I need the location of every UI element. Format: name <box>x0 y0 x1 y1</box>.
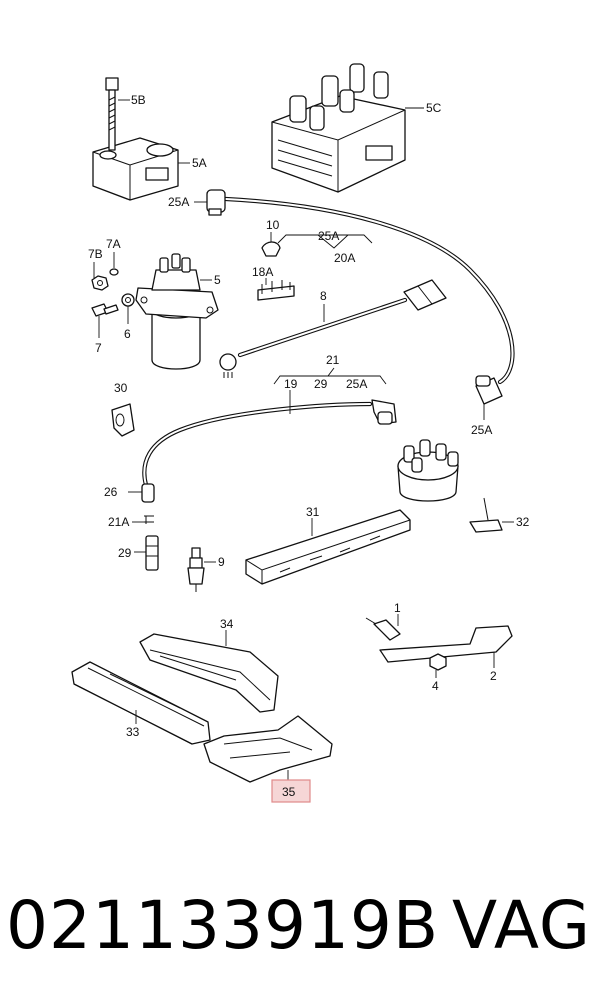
callout-33: 33 <box>126 725 140 739</box>
callout-10: 10 <box>266 218 280 232</box>
washer-7A <box>109 268 119 276</box>
callout-7A: 7A <box>106 237 121 251</box>
callout-7B: 7B <box>88 247 103 261</box>
callout-8: 8 <box>320 289 327 303</box>
bolt-7 <box>91 303 119 317</box>
cover-35 <box>203 715 333 783</box>
callout-25A-group: 25A <box>318 229 339 243</box>
sensor-1 <box>365 617 401 641</box>
connector-8-left <box>219 353 237 378</box>
bolt-5B <box>105 77 119 151</box>
callout-5B: 5B <box>131 93 146 107</box>
connector-8-right <box>403 279 447 311</box>
cover-31 <box>245 509 411 585</box>
callout-35-highlight <box>271 779 311 803</box>
part-number: 021133919B <box>6 887 440 964</box>
callout-5: 5 <box>214 273 221 287</box>
callout-1: 1 <box>394 601 401 615</box>
callout-34: 34 <box>220 617 234 631</box>
clip-10 <box>261 232 281 257</box>
callout-21A: 21A <box>108 515 129 529</box>
bracket-2 <box>379 625 513 663</box>
ignition-coil-5A <box>92 137 179 201</box>
distributor-cap <box>397 439 459 502</box>
plug-connector-25A-right <box>475 375 503 405</box>
callout-35: 35 <box>282 785 296 799</box>
brand-name: VAG <box>452 887 592 964</box>
callout-26: 26 <box>104 485 118 499</box>
callout-20A: 20A <box>334 251 355 265</box>
callout-6: 6 <box>124 327 131 341</box>
nut-7B <box>91 275 109 291</box>
callout-5C: 5C <box>426 101 442 115</box>
cover-33 <box>71 661 211 745</box>
callout-29-group: 29 <box>314 377 328 391</box>
callout-18A: 18A <box>252 265 273 279</box>
parts-diagram: 5B 5A 5C 25A 10 25A 20A 7B 7A 5 18A 8 7 … <box>71 63 530 803</box>
callout-7: 7 <box>95 341 102 355</box>
callout-31: 31 <box>306 505 320 519</box>
callout-19: 19 <box>284 377 298 391</box>
callout-30: 30 <box>114 381 128 395</box>
coil-pack-5C <box>271 63 406 193</box>
cover-34 <box>139 633 279 713</box>
bracket-32 <box>469 497 503 533</box>
callout-4: 4 <box>432 679 439 693</box>
plug-26 <box>141 483 155 503</box>
callout-9: 9 <box>218 555 225 569</box>
callout-25A-top: 25A <box>168 195 189 209</box>
clip-30 <box>111 403 135 437</box>
callout-32: 32 <box>516 515 530 529</box>
wire-holder-18A <box>257 278 295 301</box>
plug-connector-29-top <box>371 399 397 425</box>
nut-4 <box>429 653 447 671</box>
spark-plug-9 <box>187 547 205 592</box>
ignition-coil-5 <box>135 253 219 370</box>
connector-29 <box>145 535 159 571</box>
clip-21A <box>144 515 154 524</box>
callout-25A-right: 25A <box>471 423 492 437</box>
callout-2: 2 <box>490 669 497 683</box>
callout-21: 21 <box>326 353 340 367</box>
washer-6 <box>121 293 135 307</box>
callout-29: 29 <box>118 546 132 560</box>
plug-connector-25A-top <box>206 189 226 216</box>
callout-5A: 5A <box>192 156 207 170</box>
callout-25A-group2: 25A <box>346 377 367 391</box>
